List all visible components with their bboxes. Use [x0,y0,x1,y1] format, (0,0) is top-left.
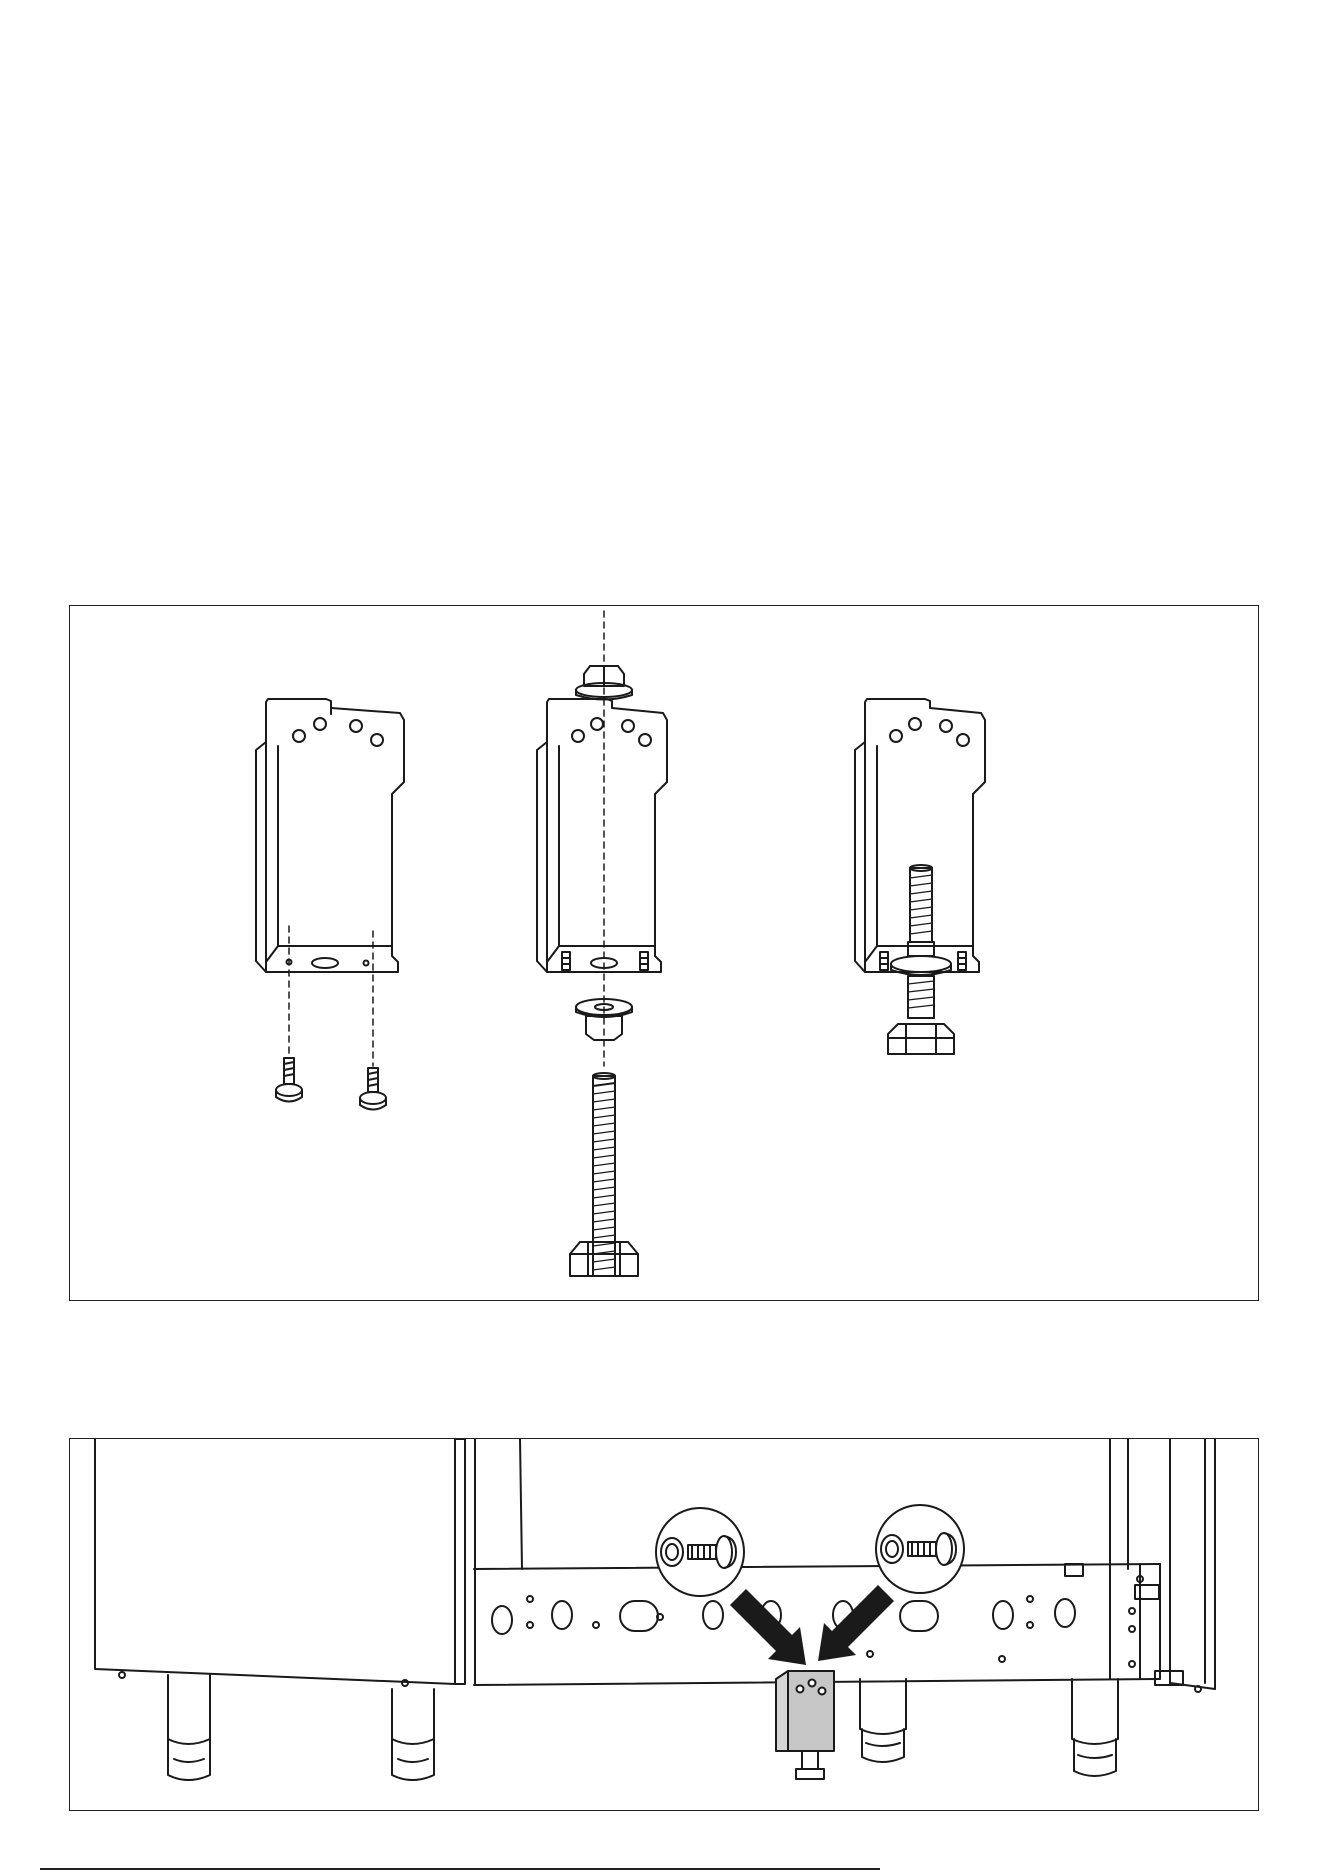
bracket-assembly-drawing [70,606,1257,1299]
foot-hex-base [570,1242,638,1276]
bracket-hole [909,718,921,730]
left-cabinet [95,1439,465,1686]
threaded-rod [593,1073,615,1276]
bracket-slot [312,958,338,968]
bracket-hole [622,720,634,732]
screw-left [276,1058,302,1102]
bracket-hole [371,734,383,746]
bracket-hole [940,720,952,732]
footer-rule [40,1868,880,1870]
left-foot-2 [392,1689,434,1780]
left-foot-1 [168,1675,210,1780]
bracket-step-1 [256,699,404,972]
center-foot [860,1679,906,1762]
screw-right [360,1068,386,1110]
figure-bracket-mounted [69,1438,1259,1811]
figure-bracket-assembly [69,605,1259,1301]
bracket-step-2 [537,699,667,972]
base-rail-holes [492,1596,1135,1667]
screw-detail-left [656,1508,744,1596]
bracket-hole [572,730,584,742]
arrow-right [818,1585,894,1661]
arrow-left [730,1589,806,1665]
bracket-step-3 [855,699,985,972]
bracket-hole [293,730,305,742]
screw-detail-right [876,1505,964,1593]
right-side-details [1065,1564,1201,1692]
mounted-bracket-highlight [776,1671,834,1779]
bracket-hole [639,734,651,746]
bracket-hole [957,734,969,746]
assembled-foot [888,865,954,1054]
bracket-hole [350,720,362,732]
bracket-hole [890,730,902,742]
mounted-bracket-drawing [70,1439,1257,1809]
bracket-hole [591,718,603,730]
bracket-hole [314,718,326,730]
right-foot [1072,1679,1118,1776]
